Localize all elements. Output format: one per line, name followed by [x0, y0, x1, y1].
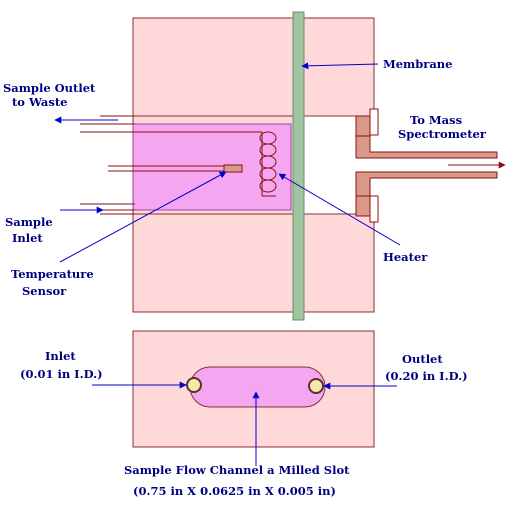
temperature-sensor-label-line1: Temperature — [11, 267, 94, 281]
heater-label: Heater — [383, 250, 428, 264]
inlet-port — [186, 377, 202, 393]
to-mass-label-line1: To Mass — [410, 113, 462, 127]
temperature-sensor-label-line2: Sensor — [22, 284, 67, 298]
membrane-arrow — [301, 62, 379, 70]
mass-spec-connector — [355, 108, 506, 223]
sample-outlet-label-line1: Sample Outlet — [3, 81, 96, 95]
heater-coil — [259, 131, 277, 197]
sample-inlet-label-line1: Sample — [5, 215, 53, 229]
heater-arrow — [278, 173, 401, 246]
temperature-sensor-probe — [108, 164, 243, 173]
outlet-label-line1: Outlet — [402, 352, 443, 366]
outlet-label-line2: (0.20 in I.D.) — [385, 369, 468, 383]
inlet-label-line1: Inlet — [45, 349, 76, 363]
sample-outlet-label-line2: to Waste — [12, 95, 67, 109]
to-mass-label-line2: Spectrometer — [398, 127, 487, 141]
outlet-port — [308, 378, 324, 394]
right-lower-block — [303, 213, 375, 313]
membrane — [292, 11, 305, 321]
sample-inlet-pipe — [80, 203, 135, 215]
left-upper-block — [132, 17, 294, 117]
sample-chamber — [132, 123, 292, 211]
right-upper-block — [303, 17, 375, 117]
channel-label-line2: (0.75 in X 0.0625 in X 0.005 in) — [133, 484, 336, 498]
membrane-label: Membrane — [383, 57, 452, 71]
milled-slot-channel — [189, 366, 326, 408]
channel-label-line1: Sample Flow Channel a Milled Slot — [124, 463, 350, 477]
left-lower-block — [132, 213, 294, 313]
temperature-sensor-arrow — [59, 171, 227, 263]
sample-outlet-pipe — [80, 115, 262, 133]
inlet-label-line2: (0.01 in I.D.) — [20, 367, 103, 381]
sample-inlet-label-line2: Inlet — [12, 231, 43, 245]
